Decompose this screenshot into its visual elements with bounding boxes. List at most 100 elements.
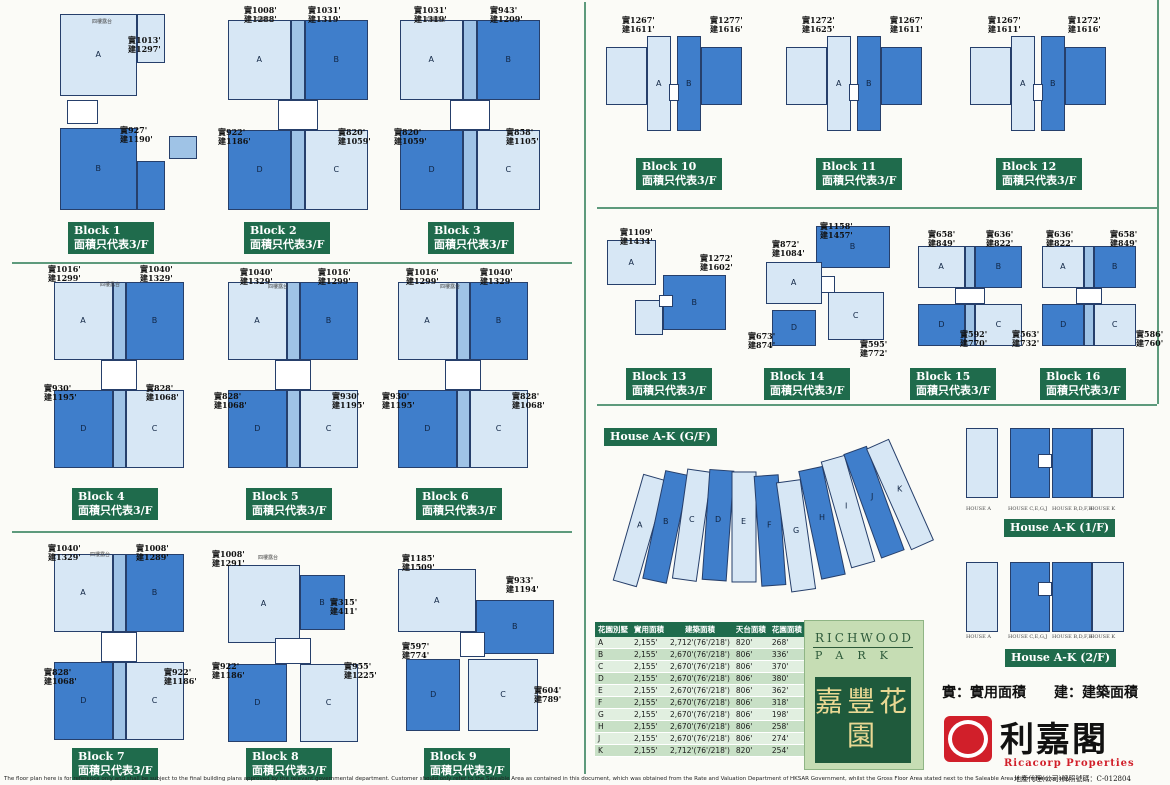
flat-letter: D [254,423,261,433]
spec-header: 花園別墅 [595,622,631,637]
saleable-area: 實595' [860,339,888,349]
area-label: 實1016'建1299' [48,265,81,283]
terrace-note: 四樓露台 [254,17,275,23]
house-unit [966,428,998,498]
gross-area: 建1225' [344,670,377,680]
saleable-area: 實1185' [402,553,435,563]
flat-unit [169,135,198,160]
agency-name-cn: 利嘉閣 [1000,720,1108,760]
saleable-area: 實1040' [240,267,273,277]
block-name: Block 8 [252,750,299,763]
spec-cell: 380' [768,672,805,685]
spec-cell: A [595,637,631,649]
spec-cell: 2,670'(76'/218') [667,648,733,661]
flat-unit [463,20,477,100]
flat-letter: B [1049,78,1056,88]
area-label: 實1040'建1329' [140,265,173,283]
flat-letter: B [495,316,502,326]
flat-unit [299,663,358,742]
flat-letter: A [628,257,634,267]
gross-area: 建1329' [48,552,81,562]
spec-cell: K [595,744,631,757]
saleable-area: 實1272' [1068,15,1101,25]
spec-cell: 806' [732,720,769,733]
area-label: 實563'建732' [1012,330,1039,348]
area-label: 實872'建1084' [772,240,805,258]
flat-letter: B [685,78,692,88]
spec-cell: 2,155' [631,708,667,721]
house-letter: A [637,521,643,530]
flat-unit [54,282,113,361]
block-name: Block 3 [434,224,481,237]
flat-unit [828,292,884,340]
block-name: Block 16 [1046,370,1101,383]
lift-core [460,632,486,658]
area-label: 實1109'建1434' [620,228,653,246]
flat-unit [54,661,113,740]
saleable-area: 實586' [1136,329,1164,339]
spec-cell: G [595,708,631,721]
flat-unit [398,389,457,468]
saleable-area: 實1013' [128,35,161,45]
house-sub-label: HOUSE C,E,G,J [1008,506,1048,512]
gross-area: 建1611' [988,24,1021,34]
gross-area: 建1068' [44,676,77,686]
house-core [1038,582,1052,596]
area-label: 實922'建1186' [212,662,245,680]
flat-unit [112,661,126,740]
flat-letter: B [865,78,872,88]
area-label: 實595'建772' [860,340,887,358]
spec-cell: 370' [768,660,805,673]
saleable-area: 實658' [1110,229,1138,239]
lift-core [658,295,673,307]
saleable-area: 實828' [214,391,242,401]
spec-cell: 2,155' [631,672,667,685]
flat-unit [1084,246,1094,288]
gross-area: 建1068' [512,400,545,410]
block-subtitle: 面積只代表3/F [78,504,153,517]
block-subtitle: 面積只代表3/F [916,384,991,397]
flat-unit [137,14,165,63]
area-label: 實673'建874' [748,332,775,350]
flat-letter: D [424,423,431,433]
house-1f-title: House A-K (1/F) [1004,519,1116,537]
saleable-area: 實673' [748,331,776,341]
flat-unit [477,130,540,210]
saleable-area: 實604' [534,685,562,695]
area-label: 實1008'建1288' [244,6,277,24]
flat-unit [137,161,165,210]
house-unit [701,468,735,582]
house-unit [843,445,905,559]
saleable-area: 實1008' [212,549,245,559]
house-sub-label: HOUSE B,D,F,H [1052,506,1093,512]
gross-area: 建1299' [318,276,351,286]
flat-unit [125,389,184,468]
lift-core [278,99,318,131]
divider-vertical [584,2,586,774]
gross-area: 建1195' [332,400,365,410]
saleable-area: 實1109' [620,227,653,237]
saleable-area: 實1008' [244,5,277,15]
area-label: 實930'建1195' [44,384,77,402]
flat-letter: D [80,423,87,433]
lift-core [444,360,482,390]
flat-unit [299,389,358,468]
saleable-area: 實820' [394,127,422,137]
house-unit [775,479,817,593]
saleable-area: 實1267' [622,15,655,25]
area-label: 實1040'建1329' [48,544,81,562]
gross-area: 建1299' [406,276,439,286]
saleable-area: 實858' [506,127,534,137]
flat-unit [405,659,461,731]
spec-cell: 2,712'(76'/218') [667,744,733,757]
gross-area: 建774' [402,650,430,660]
